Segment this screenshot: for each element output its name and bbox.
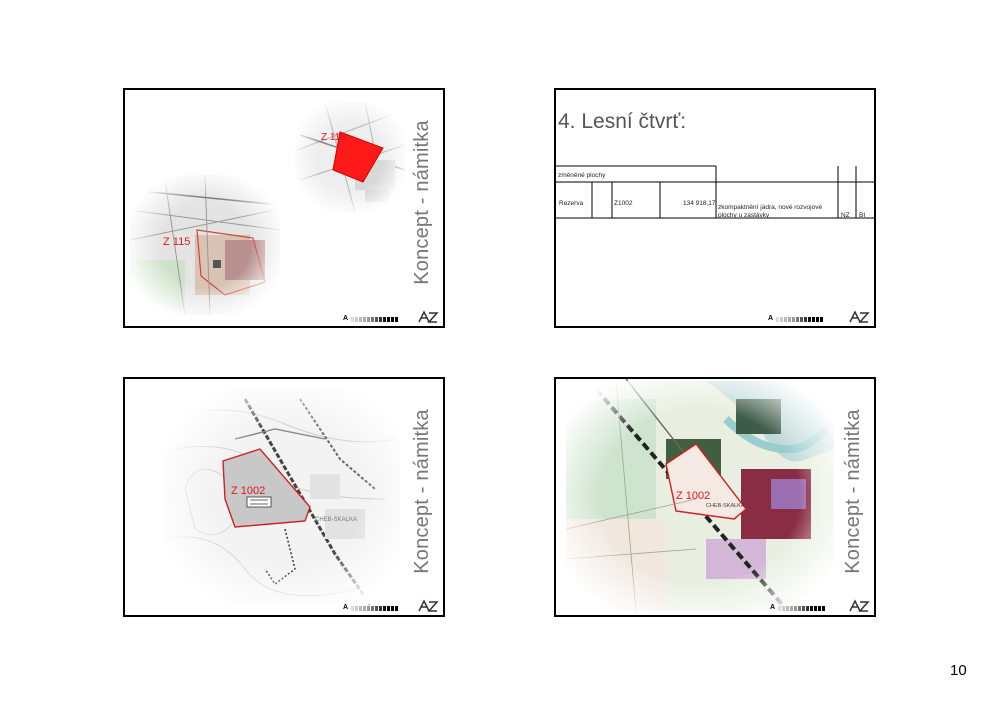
change-table <box>556 165 874 219</box>
slide-2: 4. Lesní čtvrť: změněné plochy Rezerva Z… <box>554 88 876 328</box>
table-cell-col-b: BI <box>859 212 866 219</box>
slide-4: Z 1002 CHEB-SKALKA Koncept - námitka A <box>554 377 876 617</box>
table-header: změněné plochy <box>558 172 606 179</box>
map-label-cheb-skalka: CHEB-SKALKA <box>315 517 357 523</box>
footer-scale-bar: A <box>343 604 399 611</box>
footer-scale-bar: A <box>343 315 399 322</box>
logo-az-icon <box>849 310 870 323</box>
map-excerpt-z1002-line: Z 1002 CHEB-SKALKA <box>164 389 400 605</box>
table-cell-code: Z1002 <box>614 200 633 207</box>
slide-title: 4. Lesní čtvrť: <box>558 110 687 133</box>
table-cell-description-2: plochy u zastávky <box>718 212 770 219</box>
map-label-z115-lower: Z 115 <box>163 236 190 248</box>
slide-1: Z 115 Z 115 Koncept - námitka A <box>123 88 445 328</box>
table-cell-description-1: zkompaktnění jádra, nové rozvojové <box>718 204 823 211</box>
map-label-z115-upper: Z 115 <box>321 132 346 143</box>
table-cell-type: Rezerva <box>559 200 584 207</box>
slide-vertical-title: Koncept - námitka <box>410 119 433 285</box>
map-excerpt-z115: Z 115 Z 115 <box>129 101 405 316</box>
slide-vertical-title: Koncept - námitka <box>841 408 864 574</box>
map-excerpt-z1002-color: Z 1002 CHEB-SKALKA <box>565 379 834 612</box>
map-label-z1002: Z 1002 <box>676 490 710 502</box>
map-label-z1002: Z 1002 <box>231 485 265 497</box>
map-label-cheb-skalka: CHEB-SKALKA <box>706 503 745 509</box>
logo-az-icon <box>849 599 870 612</box>
footer-scale-bar: A <box>770 604 826 611</box>
page-number: 10 <box>950 662 967 679</box>
footer-scale-bar: A <box>768 315 824 322</box>
table-cell-col-a: NZ <box>841 212 850 219</box>
logo-az-icon <box>418 310 439 323</box>
slide-3: Z 1002 CHEB-SKALKA Koncept - námitka A <box>123 377 445 617</box>
slide-vertical-title: Koncept - námitka <box>410 408 433 574</box>
logo-az-icon <box>418 599 439 612</box>
table-cell-area: 134 918,17 <box>683 200 716 207</box>
